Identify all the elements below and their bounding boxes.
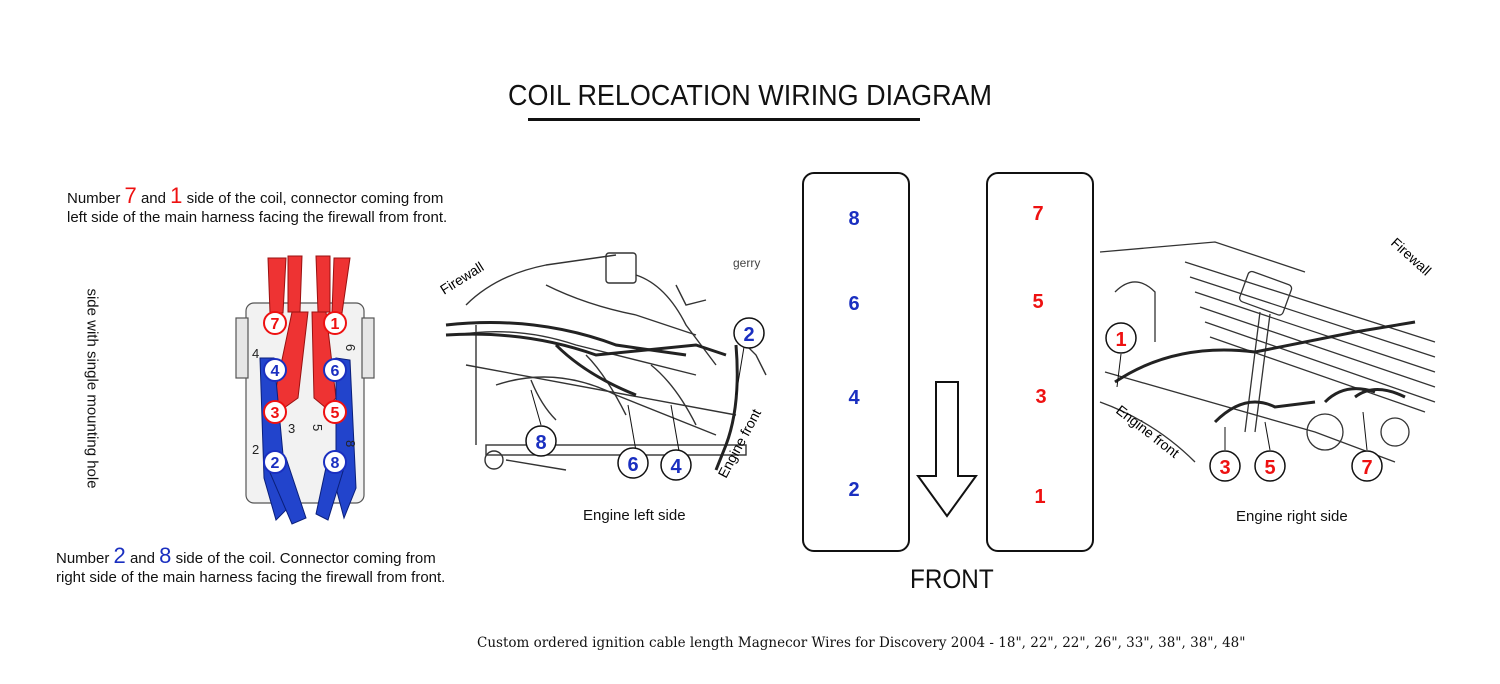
coil-terminal-label: 2 xyxy=(271,455,280,472)
engine-left-wires xyxy=(445,321,739,471)
note-bottom-line1: Number 2 and 8 side of the coil. Connect… xyxy=(56,543,445,568)
coil-digit: 8 xyxy=(343,440,358,447)
engine-right-cylinder-callouts: 1 3 5 7 xyxy=(1105,322,1383,482)
note-top: Number 7 and 1 side of the coil, connect… xyxy=(67,183,448,227)
note-bottom: Number 2 and 8 side of the coil. Connect… xyxy=(56,543,446,587)
firewall-label: Firewall xyxy=(437,258,486,297)
note-top-line2: left side of the main harness facing the… xyxy=(67,209,448,226)
coil-terminal xyxy=(323,400,347,424)
note-bottom-line2: right side of the main harness facing th… xyxy=(56,569,446,586)
engine-right-illustration: Firewall Engine front 1 3 5 7 xyxy=(1099,234,1436,482)
cylinder-label: 7 xyxy=(1361,457,1372,479)
cylinder-label: 4 xyxy=(670,456,682,478)
coil-terminals: 7 1 4 6 3 5 2 8 xyxy=(263,311,347,474)
coil-terminal xyxy=(263,450,287,474)
red-wires xyxy=(267,255,351,409)
cylinder-label: 5 xyxy=(1264,457,1275,479)
note-top-num-a: 7 xyxy=(124,183,137,208)
coil-terminal-label: 5 xyxy=(331,405,340,422)
cylinder-label: 6 xyxy=(627,454,638,476)
cylinder-callout xyxy=(617,447,649,479)
coil-terminal-label: 1 xyxy=(331,316,340,333)
cylinder-callout xyxy=(1351,450,1383,482)
blue-wires xyxy=(259,357,357,525)
coil-pack-diagram: 4 6 3 5 2 8 7 1 4 6 3 5 2 8 xyxy=(235,255,375,525)
firewall-label: Firewall xyxy=(1388,234,1435,278)
engine-front-label: Engine front xyxy=(1113,402,1182,461)
coil-digit: 3 xyxy=(288,421,295,436)
cylinder-callout xyxy=(733,317,765,349)
note-top-num-b: 1 xyxy=(170,183,183,208)
note-top-mid: and xyxy=(136,190,171,207)
cylinder-callout xyxy=(525,425,557,457)
engine-left-cylinder-callouts: 2 8 6 4 xyxy=(525,317,765,481)
coil-body-digits: 4 6 3 5 2 8 xyxy=(252,344,358,457)
engine-right-linework xyxy=(1099,241,1436,463)
title-underline xyxy=(528,118,920,121)
footer-note: Custom ordered ignition cable length Mag… xyxy=(477,635,1246,651)
cylinder-label: 2 xyxy=(743,324,754,346)
engine-right-leaders xyxy=(1116,353,1368,451)
bank-right-number: 1 xyxy=(1034,486,1046,508)
front-label: FRONT xyxy=(910,564,994,594)
note-bottom-prefix: Number xyxy=(56,550,114,567)
bank-right-box: 7 5 3 1 xyxy=(986,172,1094,552)
cylinder-label: 1 xyxy=(1115,329,1126,351)
engine-left-illustration: Firewall gerry Engine front 2 8 6 4 xyxy=(437,252,767,481)
bank-left-box: 8 6 4 2 xyxy=(802,172,910,552)
bank-right-number: 5 xyxy=(1032,291,1044,313)
engine-front-label: Engine front xyxy=(715,406,765,480)
cylinder-label: 3 xyxy=(1219,457,1230,479)
note-bottom-num-a: 2 xyxy=(113,543,126,568)
note-bottom-rest: side of the coil. Connector coming from xyxy=(171,550,436,567)
coil-terminal-label: 3 xyxy=(271,405,280,422)
coil-terminal-label: 8 xyxy=(331,455,340,472)
coil-terminal xyxy=(263,311,287,335)
coil-terminal-label: 7 xyxy=(271,316,280,333)
bank-right-number: 7 xyxy=(1032,203,1044,225)
engine-right-wires xyxy=(1114,320,1416,424)
coil-digit: 2 xyxy=(252,442,259,457)
coil-terminal xyxy=(263,400,287,424)
bank-left-number: 4 xyxy=(848,387,860,409)
bank-left-number: 2 xyxy=(848,479,860,501)
note-top-line1: Number 7 and 1 side of the coil, connect… xyxy=(67,183,447,208)
front-arrow-icon xyxy=(916,381,978,518)
engine-left-leaders xyxy=(530,346,745,452)
coil-terminal xyxy=(323,358,347,382)
cylinder-callout xyxy=(660,449,692,481)
bank-left-number: 6 xyxy=(848,293,860,315)
cylinder-label: 8 xyxy=(535,432,546,454)
engine-left-linework xyxy=(455,252,767,471)
cylinder-callout xyxy=(1105,322,1137,354)
cylinder-callout xyxy=(1254,450,1286,482)
page-title: COIL RELOCATION WIRING DIAGRAM xyxy=(508,80,993,112)
coil-digit: 5 xyxy=(310,424,325,431)
coil-digit: 6 xyxy=(343,344,358,351)
note-bottom-num-b: 8 xyxy=(159,543,172,568)
coil-side-label: side with single mounting hole xyxy=(83,288,101,489)
coil-digit: 4 xyxy=(252,346,259,361)
watermark-label: gerry xyxy=(733,256,760,270)
engine-right-caption: Engine right side xyxy=(1236,508,1348,525)
coil-terminal-label: 4 xyxy=(271,363,280,380)
note-top-rest: side of the coil, connector coming from xyxy=(182,190,444,207)
note-bottom-mid: and xyxy=(125,550,160,567)
bank-right-number: 3 xyxy=(1035,386,1047,408)
coil-terminal xyxy=(323,311,347,335)
cylinder-callout xyxy=(1209,450,1241,482)
engine-left-caption: Engine left side xyxy=(583,507,686,524)
coil-terminal xyxy=(263,358,287,382)
coil-terminal xyxy=(323,450,347,474)
note-top-prefix: Number xyxy=(67,190,125,207)
bank-left-number: 8 xyxy=(848,208,860,230)
coil-terminal-label: 6 xyxy=(331,363,340,380)
